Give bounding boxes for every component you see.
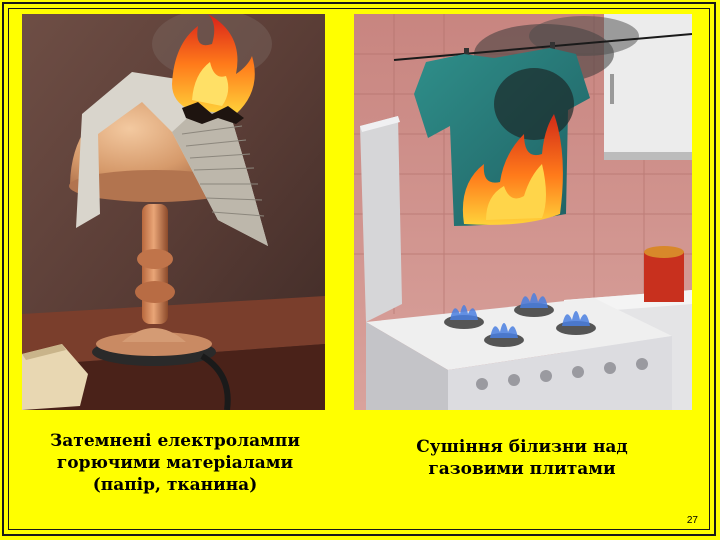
caption-lamp-line-1: Затемнені електролампи — [50, 431, 300, 451]
caption-lamp-hazard: Затемнені електролампи горючими матеріал… — [20, 430, 330, 496]
caption-stove-hazard: Сушіння білизни над газовими плитами — [372, 436, 672, 480]
caption-stove-line-2: газовими плитами — [428, 459, 616, 479]
caption-lamp-line-2: горючими матеріалами — [56, 453, 294, 473]
lamp-fire-illustration — [22, 14, 325, 410]
caption-stove-line-1: Сушіння білизни над — [416, 437, 628, 457]
caption-lamp-line-3: (папір, тканина) — [92, 475, 258, 495]
page-number: 27 — [686, 515, 698, 526]
stove-fire-illustration — [354, 14, 692, 410]
